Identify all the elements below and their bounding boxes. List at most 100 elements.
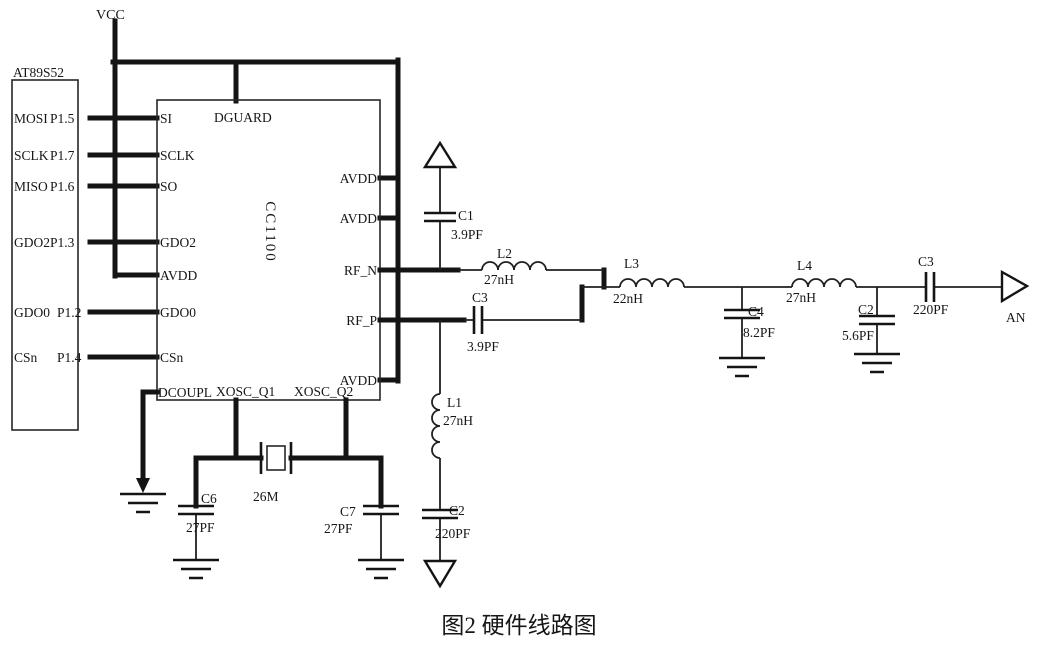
pin-rf-p: RF_P [346, 313, 377, 328]
mcu-pin-csn: CSn [14, 350, 38, 365]
pin-xosc-q1: XOSC_Q1 [216, 384, 275, 399]
capacitor-c6: C6 27PF [178, 491, 217, 535]
pin-rf-n: RF_N [344, 263, 377, 278]
dcoupl-branch [120, 389, 166, 514]
mcu-port-p1-3: P1.3 [50, 235, 75, 250]
l3-ref: L3 [624, 256, 639, 271]
l4-value: 27nH [786, 290, 816, 305]
c2-plates [422, 508, 458, 520]
capacitor-c1: C1 3.9PF [424, 208, 483, 242]
c7-plates [363, 504, 399, 516]
ground-symbol-c4 [719, 356, 765, 378]
c7-ref: C7 [340, 504, 356, 519]
capacitor-c2: C2 220PF [422, 503, 471, 541]
capacitor-c4: C4 8.2PF [724, 304, 775, 340]
l4-coil [791, 278, 857, 288]
inductor-l2: L2 27nH [481, 246, 547, 287]
rf-network-wires [439, 167, 1002, 561]
antenna-right-icon [1000, 269, 1030, 304]
c1-ref: C1 [458, 208, 474, 223]
c4-plates [724, 308, 760, 320]
c4-value: 8.2PF [743, 325, 775, 340]
ground-symbol-dcoupl [120, 492, 166, 514]
antenna-label: AN [1006, 310, 1026, 325]
mcu-port-p1-2: P1.2 [57, 305, 81, 320]
l3-value: 22nH [613, 291, 643, 306]
c5-ref: C2 [858, 302, 874, 317]
rf-port-wires [377, 267, 607, 323]
crystal-y1: 26M [253, 442, 293, 504]
crystal-ref: 26M [253, 489, 279, 504]
l1-value: 27nH [443, 413, 473, 428]
l1-coil [431, 393, 441, 459]
inductor-l3: L3 22nH [613, 256, 685, 306]
pin-so: SO [160, 179, 178, 194]
ground-symbol-c7 [358, 558, 404, 580]
c5-value: 5.6PF [842, 328, 874, 343]
l4-ref: L4 [797, 258, 812, 273]
spi-bus-wires [87, 115, 160, 360]
c2-value: 220PF [435, 526, 471, 541]
c1-plates [424, 211, 456, 223]
c6-value: 27PF [186, 520, 215, 535]
cc1100-outline [156, 99, 381, 401]
antenna-stub-bottom [422, 559, 458, 589]
pin-gdo2: GDO2 [160, 235, 196, 250]
mcu-port-p1-5: P1.5 [50, 111, 75, 126]
power-rails: VCC [96, 8, 401, 384]
c5-plates [859, 314, 895, 326]
mcu-outline [11, 79, 79, 431]
wire-end-blob [136, 478, 150, 493]
crystal-wires-thin [195, 514, 382, 560]
pin-avdd-1: AVDD [340, 171, 378, 186]
vcc-rail-wires [110, 18, 401, 384]
capacitor-c7: C7 27PF [324, 504, 399, 536]
pin-csn: CSn [160, 350, 184, 365]
mcu-port-p1-7: P1.7 [50, 148, 75, 163]
pin-avdd-3: AVDD [340, 373, 378, 388]
mcu-pin-sclk: SCLK [14, 148, 49, 163]
cc1100-title: CC1100 [262, 201, 278, 262]
ground-symbol-c5 [854, 352, 900, 374]
inductor-l4: L4 27nH [786, 258, 857, 305]
cc1100-block: CC1100 SI SCLK SO GDO2 AVDD GDO0 CSn DCO… [156, 99, 381, 401]
mcu-title: AT89S52 [13, 65, 64, 80]
c6-ref: C6 [201, 491, 217, 506]
pin-dcoupl: DCOUPL [158, 385, 212, 400]
antenna-an: AN [1000, 269, 1030, 325]
mcu-pin-miso: MISO [14, 179, 48, 194]
c6-plates [178, 504, 214, 516]
dcoupl-wire [140, 389, 160, 483]
vcc-label: VCC [96, 8, 125, 23]
capacitor-c3-series: C3 3.9PF [467, 290, 499, 354]
rf-matching-network: C1 3.9PF L2 27nH C3 3.9PF L3 22nH C4 8.2… [377, 140, 1030, 589]
c3-antenna-ref: C3 [918, 254, 934, 269]
mcu-pin-mosi: MOSI [14, 111, 48, 126]
figure-caption: 图2 硬件线路图 [441, 613, 596, 638]
antenna-up-icon [422, 140, 458, 169]
mcu-pin-gdo2: GDO2 [14, 235, 50, 250]
inductor-l1: L1 27nH [431, 393, 473, 459]
mcu-port-p1-4: P1.4 [57, 350, 82, 365]
antenna-down-icon [422, 559, 458, 589]
c7-value: 27PF [324, 521, 353, 536]
crystal-wires-thick [193, 397, 384, 509]
capacitor-c3-antenna: C3 220PF [913, 254, 949, 317]
pin-gdo0: GDO0 [160, 305, 196, 320]
mcu-pin-gdo0: GDO0 [14, 305, 50, 320]
crystal-plates [259, 442, 293, 474]
pin-xosc-q2: XOSC_Q2 [294, 384, 353, 399]
l2-coil [481, 261, 547, 271]
pin-avdd-2: AVDD [340, 211, 378, 226]
c3-antenna-plates [924, 272, 936, 302]
c3-series-ref: C3 [472, 290, 488, 305]
pin-avdd-left: AVDD [160, 268, 198, 283]
crystal-body [266, 445, 286, 471]
crystal-circuit: 26M C6 27PF C7 27PF [173, 397, 404, 580]
c2-ref: C2 [449, 503, 465, 518]
pin-si: SI [160, 111, 173, 126]
l1-ref: L1 [447, 395, 462, 410]
antenna-stub-top [422, 140, 458, 169]
